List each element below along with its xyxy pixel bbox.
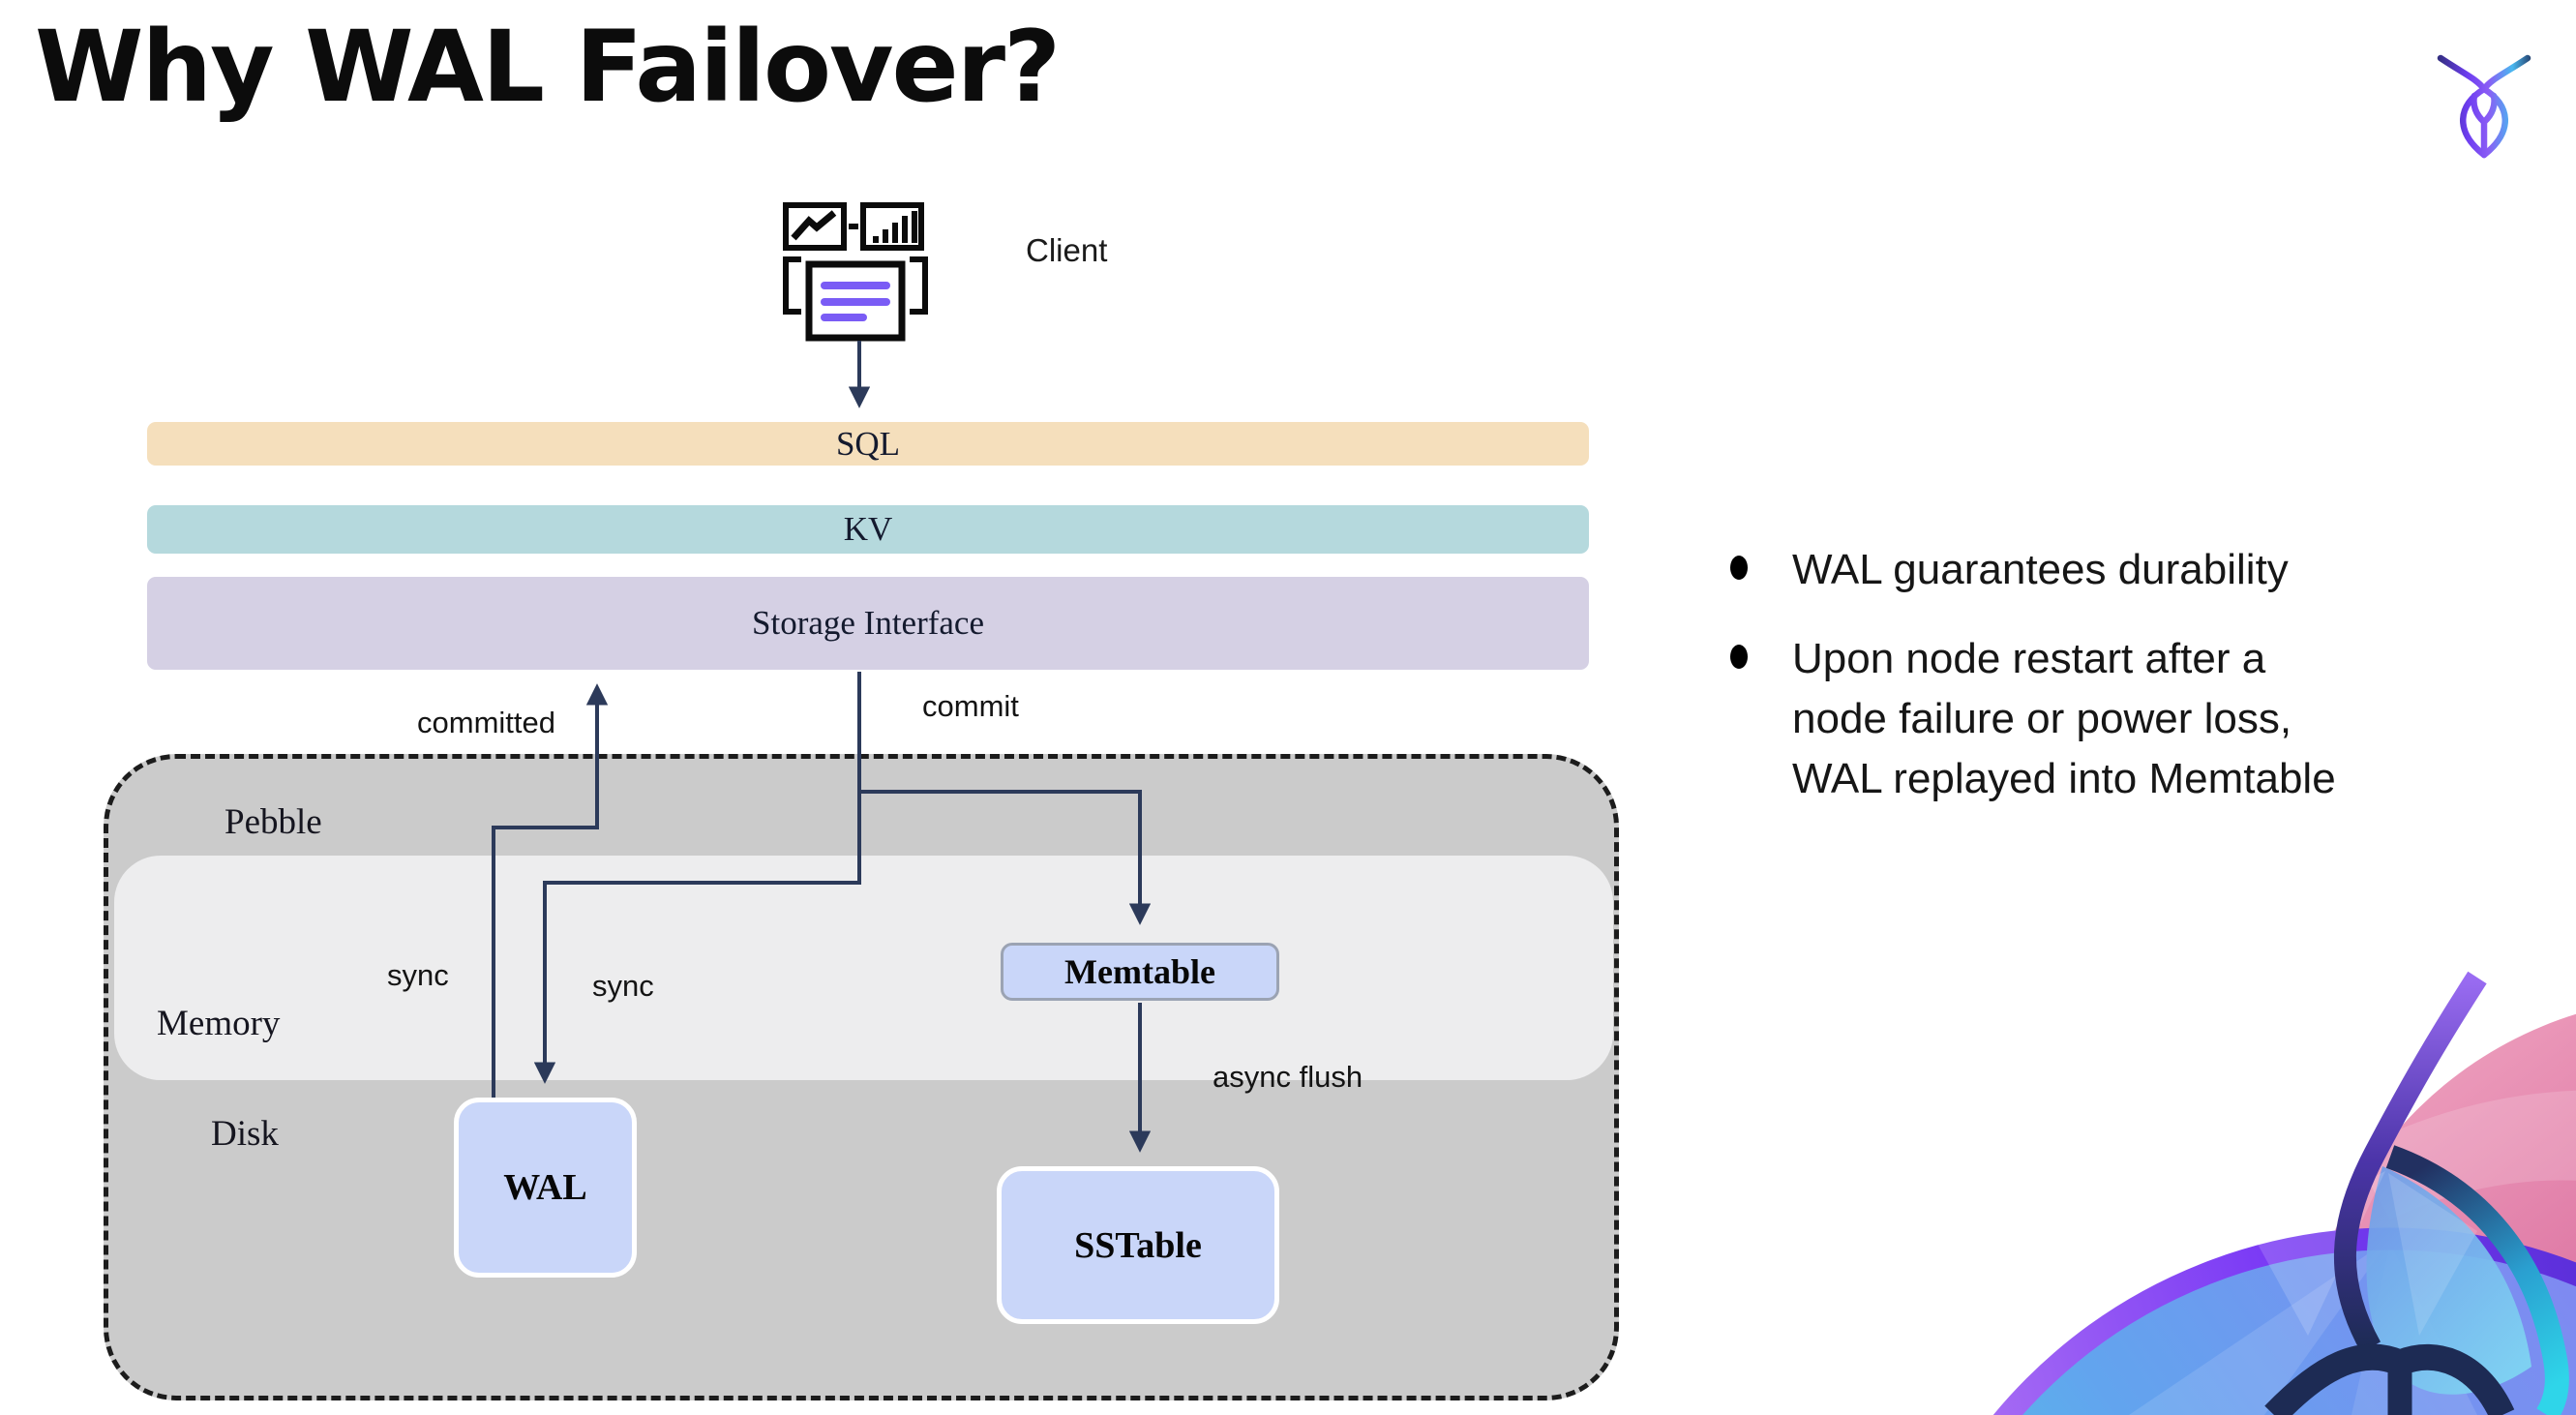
cockroachdb-corner-art xyxy=(1993,971,2576,1415)
layer-bar-storage-interface: Storage Interface xyxy=(147,577,1589,670)
committed-label: committed xyxy=(417,706,555,739)
leaf-fill xyxy=(2366,1166,2531,1395)
antenna-arc xyxy=(2333,971,2487,1353)
sync-label-right: sync xyxy=(592,969,654,1003)
document-lines xyxy=(821,282,890,321)
bullet-icon xyxy=(1730,645,1748,669)
commit-label: commit xyxy=(922,689,1019,723)
layer-label-kv: KV xyxy=(843,510,893,548)
client-label: Client xyxy=(1026,232,1108,268)
layer-bar-sql: SQL xyxy=(147,422,1589,466)
bullet-list: WAL guarantees durability Upon node rest… xyxy=(1730,540,2576,838)
bullet-text: Upon node restart after a node failure o… xyxy=(1792,635,2336,802)
client-icon xyxy=(783,202,928,342)
list-item: WAL guarantees durability xyxy=(1730,540,2576,600)
chart-line xyxy=(791,210,837,241)
sstable-node-label: SSTable xyxy=(1074,1224,1202,1266)
async-flush-label: async flush xyxy=(1213,1060,1363,1094)
layer-label-sql: SQL xyxy=(835,424,901,463)
dash-connector xyxy=(849,224,858,229)
cockroachdb-logo-icon xyxy=(2437,54,2531,159)
wal-node-label: WAL xyxy=(503,1167,587,1208)
wal-node: WAL xyxy=(454,1098,637,1278)
memory-label: Memory xyxy=(157,1004,281,1043)
memory-band xyxy=(114,856,1613,1080)
sstable-node: SSTable xyxy=(997,1166,1279,1324)
list-item: Upon node restart after a node failure o… xyxy=(1730,629,2576,809)
memtable-node: Memtable xyxy=(1001,943,1279,1001)
memtable-node-label: Memtable xyxy=(1064,952,1215,991)
chart-bars xyxy=(873,211,917,243)
bullet-icon xyxy=(1730,556,1748,580)
leaf-right-edge xyxy=(2385,1145,2569,1415)
disk-label: Disk xyxy=(211,1114,279,1154)
screen-brackets xyxy=(783,256,928,315)
layer-bar-kv: KV xyxy=(147,505,1589,554)
line-chart-icon xyxy=(783,202,847,251)
page-title: Why WAL Failover? xyxy=(35,10,1061,125)
pebble-label: Pebble xyxy=(225,802,322,842)
sync-label-left: sync xyxy=(387,958,449,992)
layer-label-storage-interface: Storage Interface xyxy=(752,604,984,642)
bullet-text: WAL guarantees durability xyxy=(1792,546,2289,593)
bar-chart-icon xyxy=(860,202,924,251)
